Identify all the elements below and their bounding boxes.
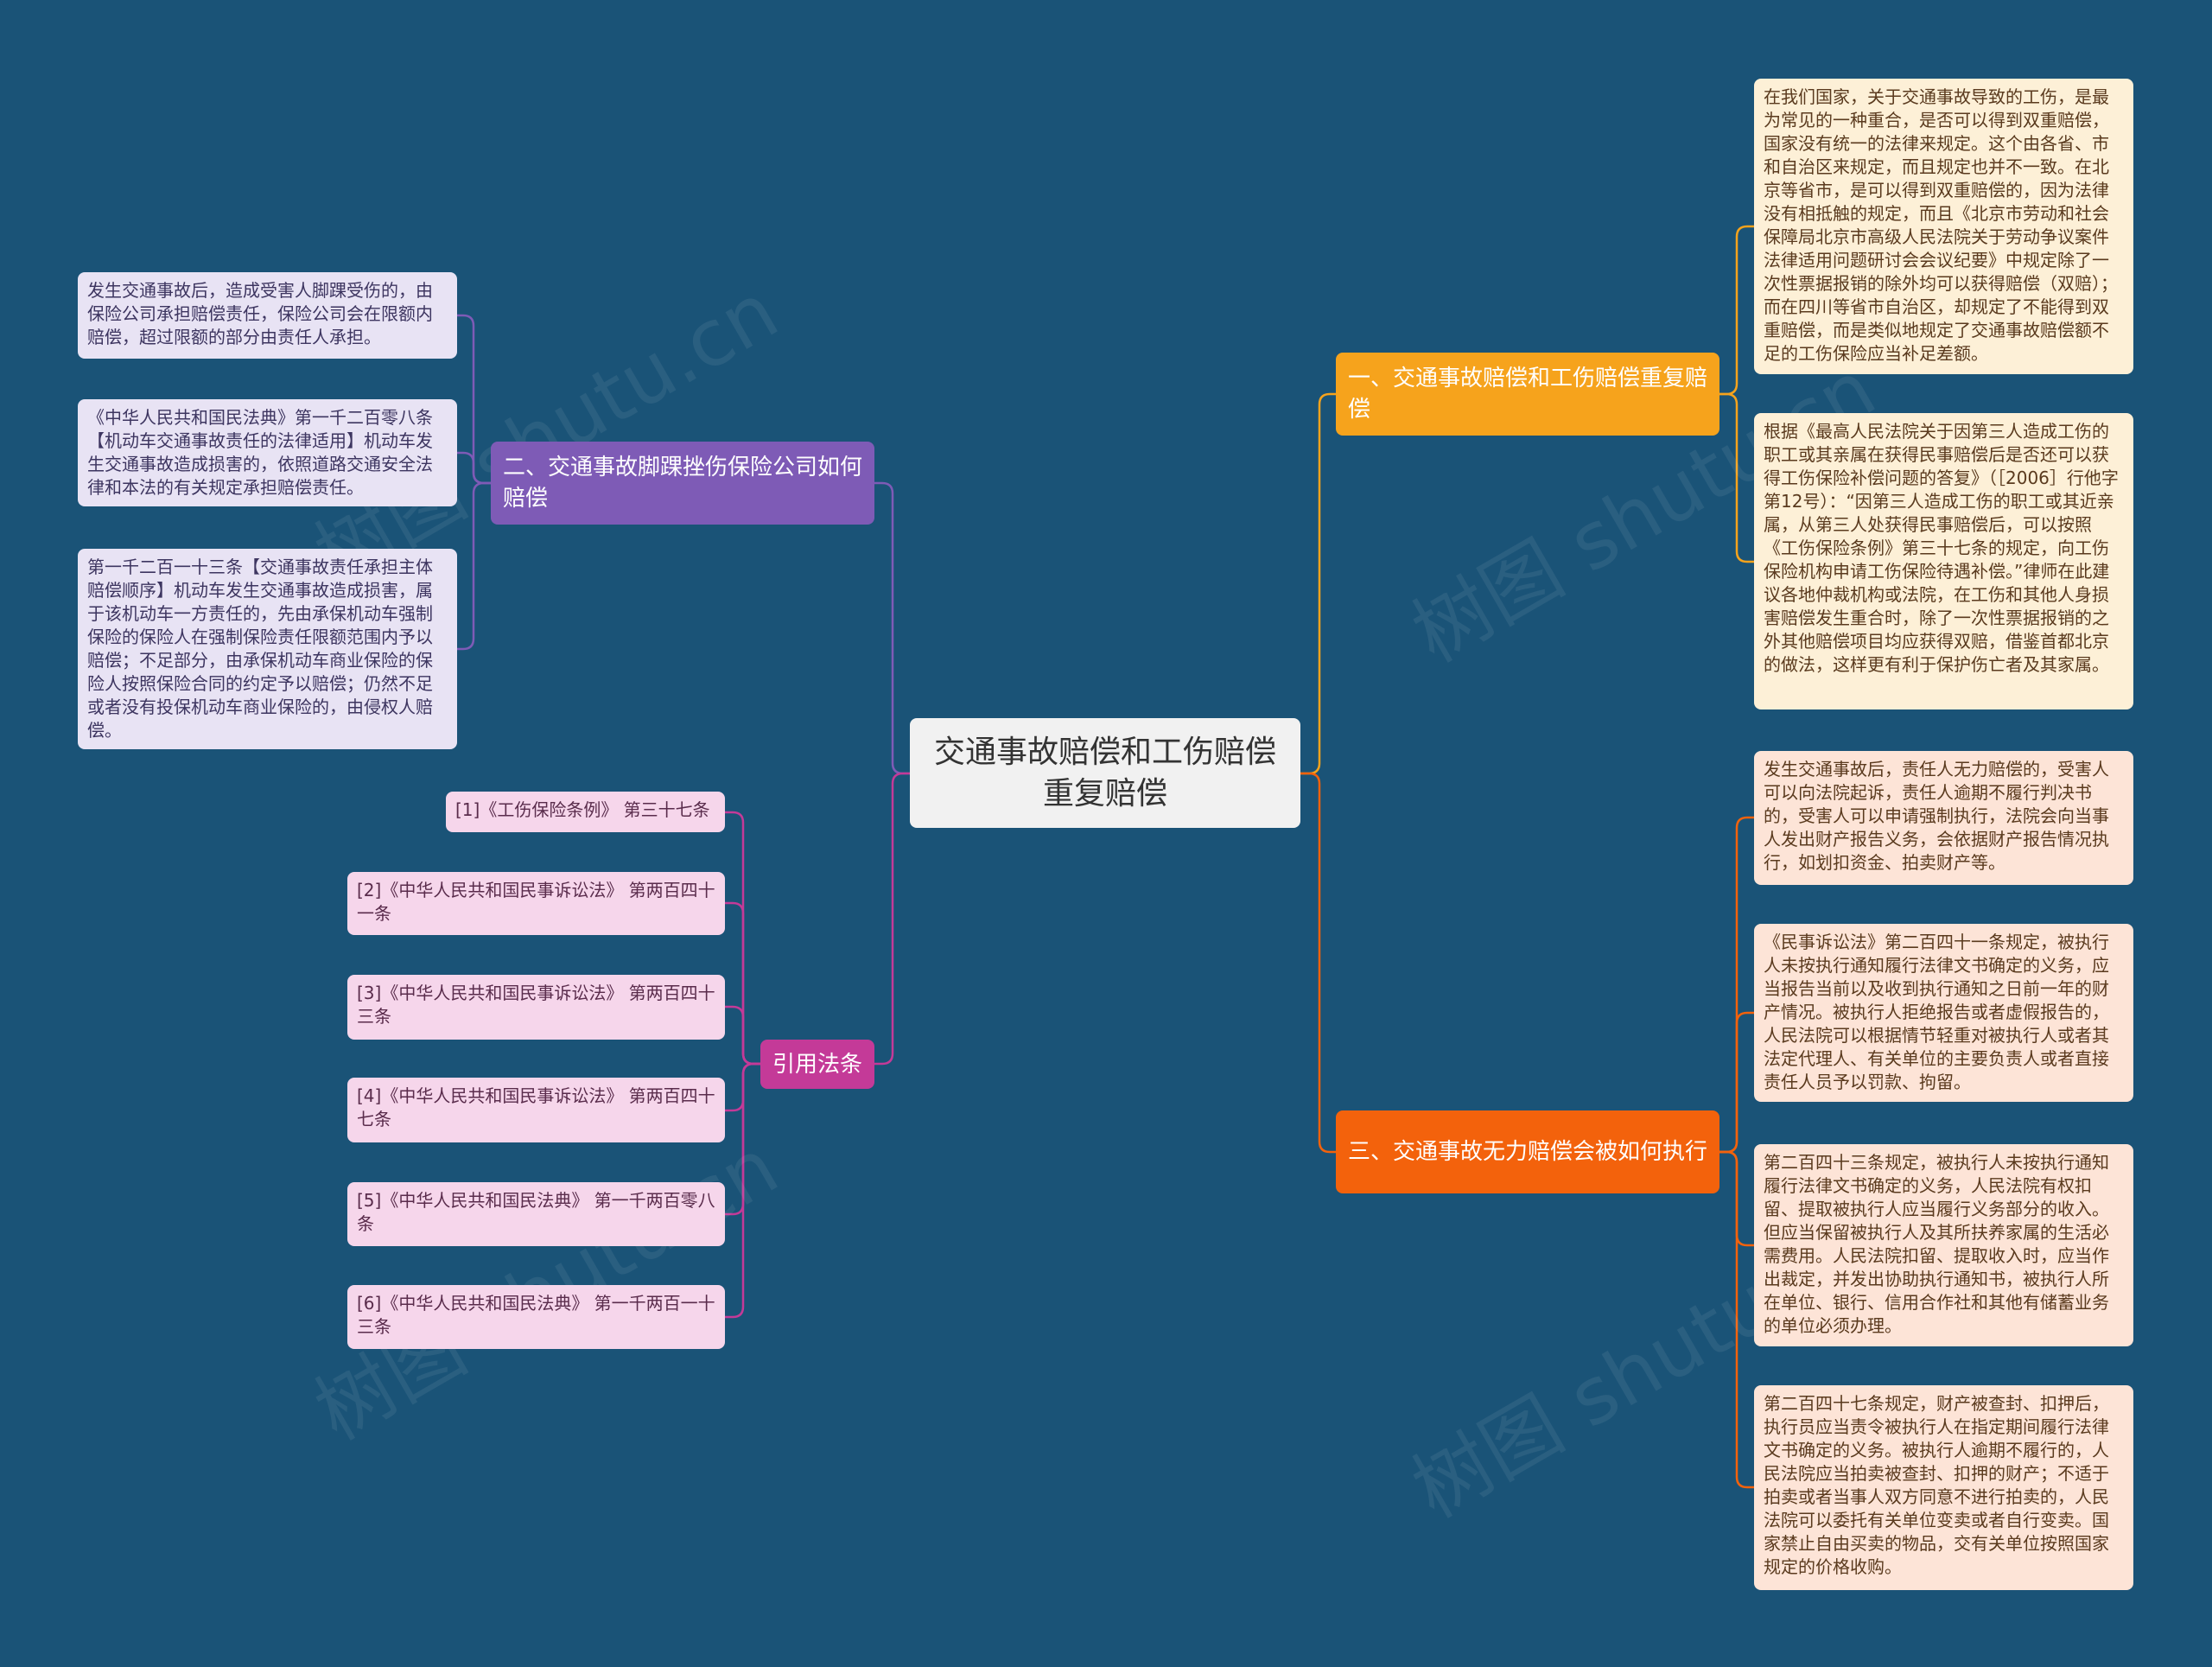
reference-item[interactable]: [4]《中华人民共和国民事诉讼法》 第两百四十七条 [347, 1078, 725, 1142]
connector-line [1719, 392, 1754, 563]
branch-node-one[interactable]: 一、交通事故赔偿和工伤赔偿重复赔偿 [1336, 353, 1719, 436]
reference-item[interactable]: [2]《中华人民共和国民事诉讼法》 第两百四十一条 [347, 872, 725, 935]
leaf-node[interactable]: 第二百四十七条规定，财产被查封、扣押后，执行员应当责令被执行人在指定期间履行法律… [1754, 1385, 2133, 1590]
reference-item[interactable]: [5]《中华人民共和国民法典》 第一千两百零八条 [347, 1182, 725, 1246]
root-node[interactable]: 交通事故赔偿和工伤赔偿重复赔偿 [910, 718, 1300, 828]
leaf-node[interactable]: 第二百四十三条规定，被执行人未按执行通知履行法律文书确定的义务，人民法院有权扣留… [1754, 1144, 2133, 1346]
reference-item[interactable]: [1]《工伤保险条例》 第三十七条 [446, 792, 725, 832]
leaf-node[interactable]: 在我们国家，关于交通事故导致的工伤，是最为常见的一种重合，是否可以得到双重赔偿，… [1754, 79, 2133, 374]
branch-node-three[interactable]: 三、交通事故无力赔偿会被如何执行 [1336, 1110, 1719, 1193]
connector-line [1719, 1011, 1754, 1154]
connector-line [874, 772, 910, 1066]
connector-line [1719, 1150, 1754, 1489]
connector-line [1300, 772, 1336, 1154]
connector-line [725, 1062, 760, 1319]
connector-line [457, 481, 491, 651]
connector-line [874, 481, 910, 775]
connector-line [457, 314, 491, 485]
reference-item[interactable]: [3]《中华人民共和国民事诉讼法》 第两百四十三条 [347, 975, 725, 1040]
leaf-node[interactable]: 发生交通事故后，造成受害人脚踝受伤的，由保险公司承担赔偿责任，保险公司会在限额内… [78, 272, 457, 359]
branch-node-references[interactable]: 引用法条 [760, 1040, 874, 1089]
leaf-node[interactable]: 《中华人民共和国民法典》第一千二百零八条【机动车交通事故责任的法律适用】机动车发… [78, 399, 457, 506]
leaf-node[interactable]: 发生交通事故后，责任人无力赔偿的，受害人可以向法院起诉，责任人逾期不履行判决书的… [1754, 751, 2133, 885]
leaf-node[interactable]: 第一千二百一十三条【交通事故责任承担主体赔偿顺序】机动车发生交通事故造成损害，属… [78, 549, 457, 749]
reference-item[interactable]: [6]《中华人民共和国民法典》 第一千两百一十三条 [347, 1285, 725, 1349]
connector-line [1300, 392, 1336, 775]
leaf-node[interactable]: 根据《最高人民法院关于因第三人造成工伤的职工或其亲属在获得民事赔偿后是否还可以获… [1754, 413, 2133, 709]
branch-node-two[interactable]: 二、交通事故脚踝挫伤保险公司如何赔偿 [491, 442, 874, 525]
leaf-node[interactable]: 《民事诉讼法》第二百四十一条规定，被执行人未按执行通知履行法律文书确定的义务，应… [1754, 924, 2133, 1102]
connector-line [1719, 225, 1754, 396]
connector-line [725, 1005, 760, 1066]
